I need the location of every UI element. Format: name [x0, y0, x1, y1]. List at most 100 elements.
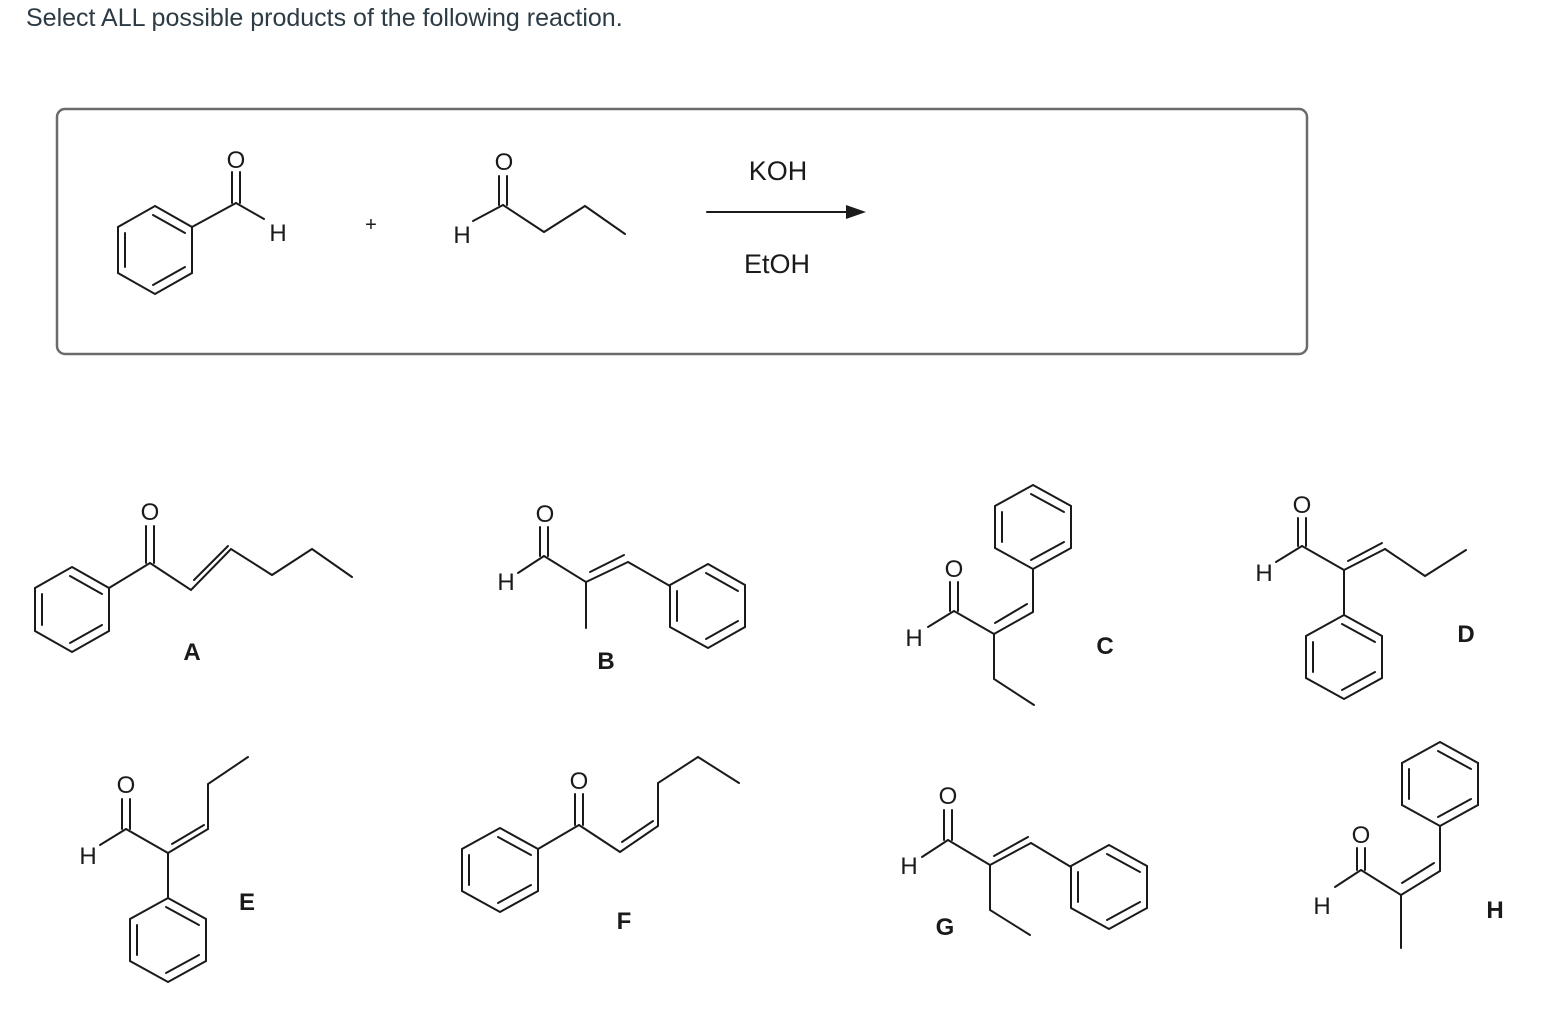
- alkene-inner-line: [193, 545, 229, 581]
- choice-letter: D: [1457, 621, 1474, 648]
- bond-h-c: [517, 555, 545, 574]
- bond-h-c: [921, 839, 949, 858]
- oxygen-atom: O: [227, 147, 246, 174]
- ethyl-group: [207, 756, 249, 830]
- hydrogen-atom: H: [1255, 560, 1272, 587]
- hydrogen-atom: H: [1313, 893, 1330, 920]
- choice-letter: F: [617, 908, 632, 935]
- carbonyl-double-bond: [574, 793, 584, 826]
- ring-double-bonds: [1312, 623, 1376, 691]
- oxygen-atom: O: [939, 783, 958, 810]
- reactant-butanal: O H: [453, 149, 626, 249]
- bond-h-c: [1275, 545, 1303, 563]
- carbon-chain: [149, 547, 353, 592]
- ring-double-bonds: [124, 214, 186, 286]
- choice-d[interactable]: O H D: [1255, 492, 1475, 701]
- carbon-chain: [502, 204, 626, 235]
- hydrogen-atom: H: [905, 625, 922, 652]
- hydrogen-atom: H: [269, 220, 286, 247]
- benzene-ring: [994, 483, 1072, 571]
- alkene-double-bond: [585, 554, 629, 583]
- choice-letter: H: [1486, 897, 1503, 924]
- alkene-inner-line: [621, 820, 654, 843]
- arrow-head: [846, 205, 866, 219]
- bond-aldehyde: [947, 839, 991, 866]
- carbonyl-double-bond: [539, 526, 549, 557]
- choice-c[interactable]: O H C: [905, 483, 1114, 706]
- bond-h-c: [1334, 869, 1362, 888]
- ring-double-bonds: [41, 575, 103, 644]
- plus-sign: +: [365, 214, 377, 236]
- oxygen-atom: O: [570, 768, 589, 795]
- ethyl-group: [989, 864, 1031, 936]
- ring-double-bonds: [1408, 750, 1472, 818]
- oxygen-atom: O: [1352, 822, 1371, 849]
- oxygen-atom: O: [117, 772, 136, 799]
- benzene-ring: [129, 896, 207, 984]
- hydrogen-atom: H: [79, 843, 96, 870]
- carbon-chain: [543, 555, 587, 629]
- carbonyl-double-bond: [943, 809, 953, 841]
- bond-to-ring: [1030, 842, 1072, 868]
- choice-h[interactable]: O H H: [1313, 740, 1504, 949]
- bond-aldehyde: [953, 610, 995, 635]
- carbonyl-double-bond: [1297, 517, 1307, 547]
- carbon-chain: [578, 755, 740, 854]
- oxygen-atom: O: [495, 149, 514, 176]
- bond-aldehyde: [1360, 869, 1402, 896]
- ring-double-bonds: [468, 836, 532, 904]
- alkene-double-bond: [989, 836, 1032, 866]
- choice-a[interactable]: O A: [34, 499, 353, 666]
- bond-ring-carbonyl: [191, 202, 237, 228]
- choice-letter: G: [936, 914, 955, 941]
- choice-b[interactable]: O H B: [497, 501, 746, 675]
- bond-aldehyde: [125, 828, 169, 854]
- benzene-ring: [1401, 740, 1479, 828]
- oxygen-atom: O: [141, 499, 160, 526]
- ring-double-bonds: [1001, 493, 1065, 561]
- bond-h-c: [927, 610, 955, 628]
- choice-f[interactable]: O F: [461, 755, 740, 935]
- reaction-box: [55, 107, 1309, 356]
- oxygen-atom: O: [1293, 492, 1312, 519]
- oxygen-atom: O: [536, 501, 555, 528]
- bond-aldehyde: [1301, 545, 1345, 571]
- bond-c-h: [235, 202, 265, 220]
- choice-e[interactable]: O H E: [79, 756, 255, 984]
- carbonyl-double-bond: [498, 175, 508, 206]
- benzene-ring: [1070, 843, 1148, 931]
- alkene-double-bond: [1343, 542, 1386, 571]
- bond-h-c: [472, 204, 504, 222]
- bond-ring-carbonyl: [108, 562, 151, 589]
- question-prompt: Select ALL possible products of the foll…: [26, 4, 623, 32]
- ring-double-bonds: [136, 906, 200, 974]
- benzene-ring: [1305, 613, 1383, 701]
- hydrogen-atom: H: [900, 853, 917, 880]
- choice-letter: B: [597, 648, 614, 675]
- benzene-ring: [34, 565, 110, 654]
- choice-g[interactable]: O H G: [900, 783, 1148, 941]
- choice-letter: C: [1096, 633, 1113, 660]
- benzene-ring: [461, 826, 539, 914]
- hydrogen-atom: H: [497, 569, 514, 596]
- ring-double-bonds: [1077, 853, 1141, 921]
- carbonyl-double-bond: [231, 171, 241, 204]
- alkene-double-bond: [167, 824, 209, 854]
- ethyl-group: [1384, 548, 1467, 578]
- choice-letter: A: [183, 639, 200, 666]
- oxygen-atom: O: [945, 556, 964, 583]
- carbonyl-double-bond: [145, 525, 155, 564]
- alkene-double-bond: [1400, 862, 1441, 896]
- carbonyl-double-bond: [121, 798, 131, 830]
- reagent-top: KOH: [749, 156, 808, 186]
- reagent-bottom: EtOH: [744, 249, 810, 279]
- bond-to-ring: [627, 561, 671, 587]
- alkene-double-bond: [993, 603, 1034, 635]
- carbonyl-double-bond: [949, 581, 959, 612]
- ethyl-group: [993, 633, 1035, 706]
- benzene-ring: [669, 562, 746, 650]
- reactant-benzaldehyde: O H: [117, 147, 287, 296]
- choice-letter: E: [239, 889, 255, 916]
- hydrogen-atom: H: [453, 222, 470, 249]
